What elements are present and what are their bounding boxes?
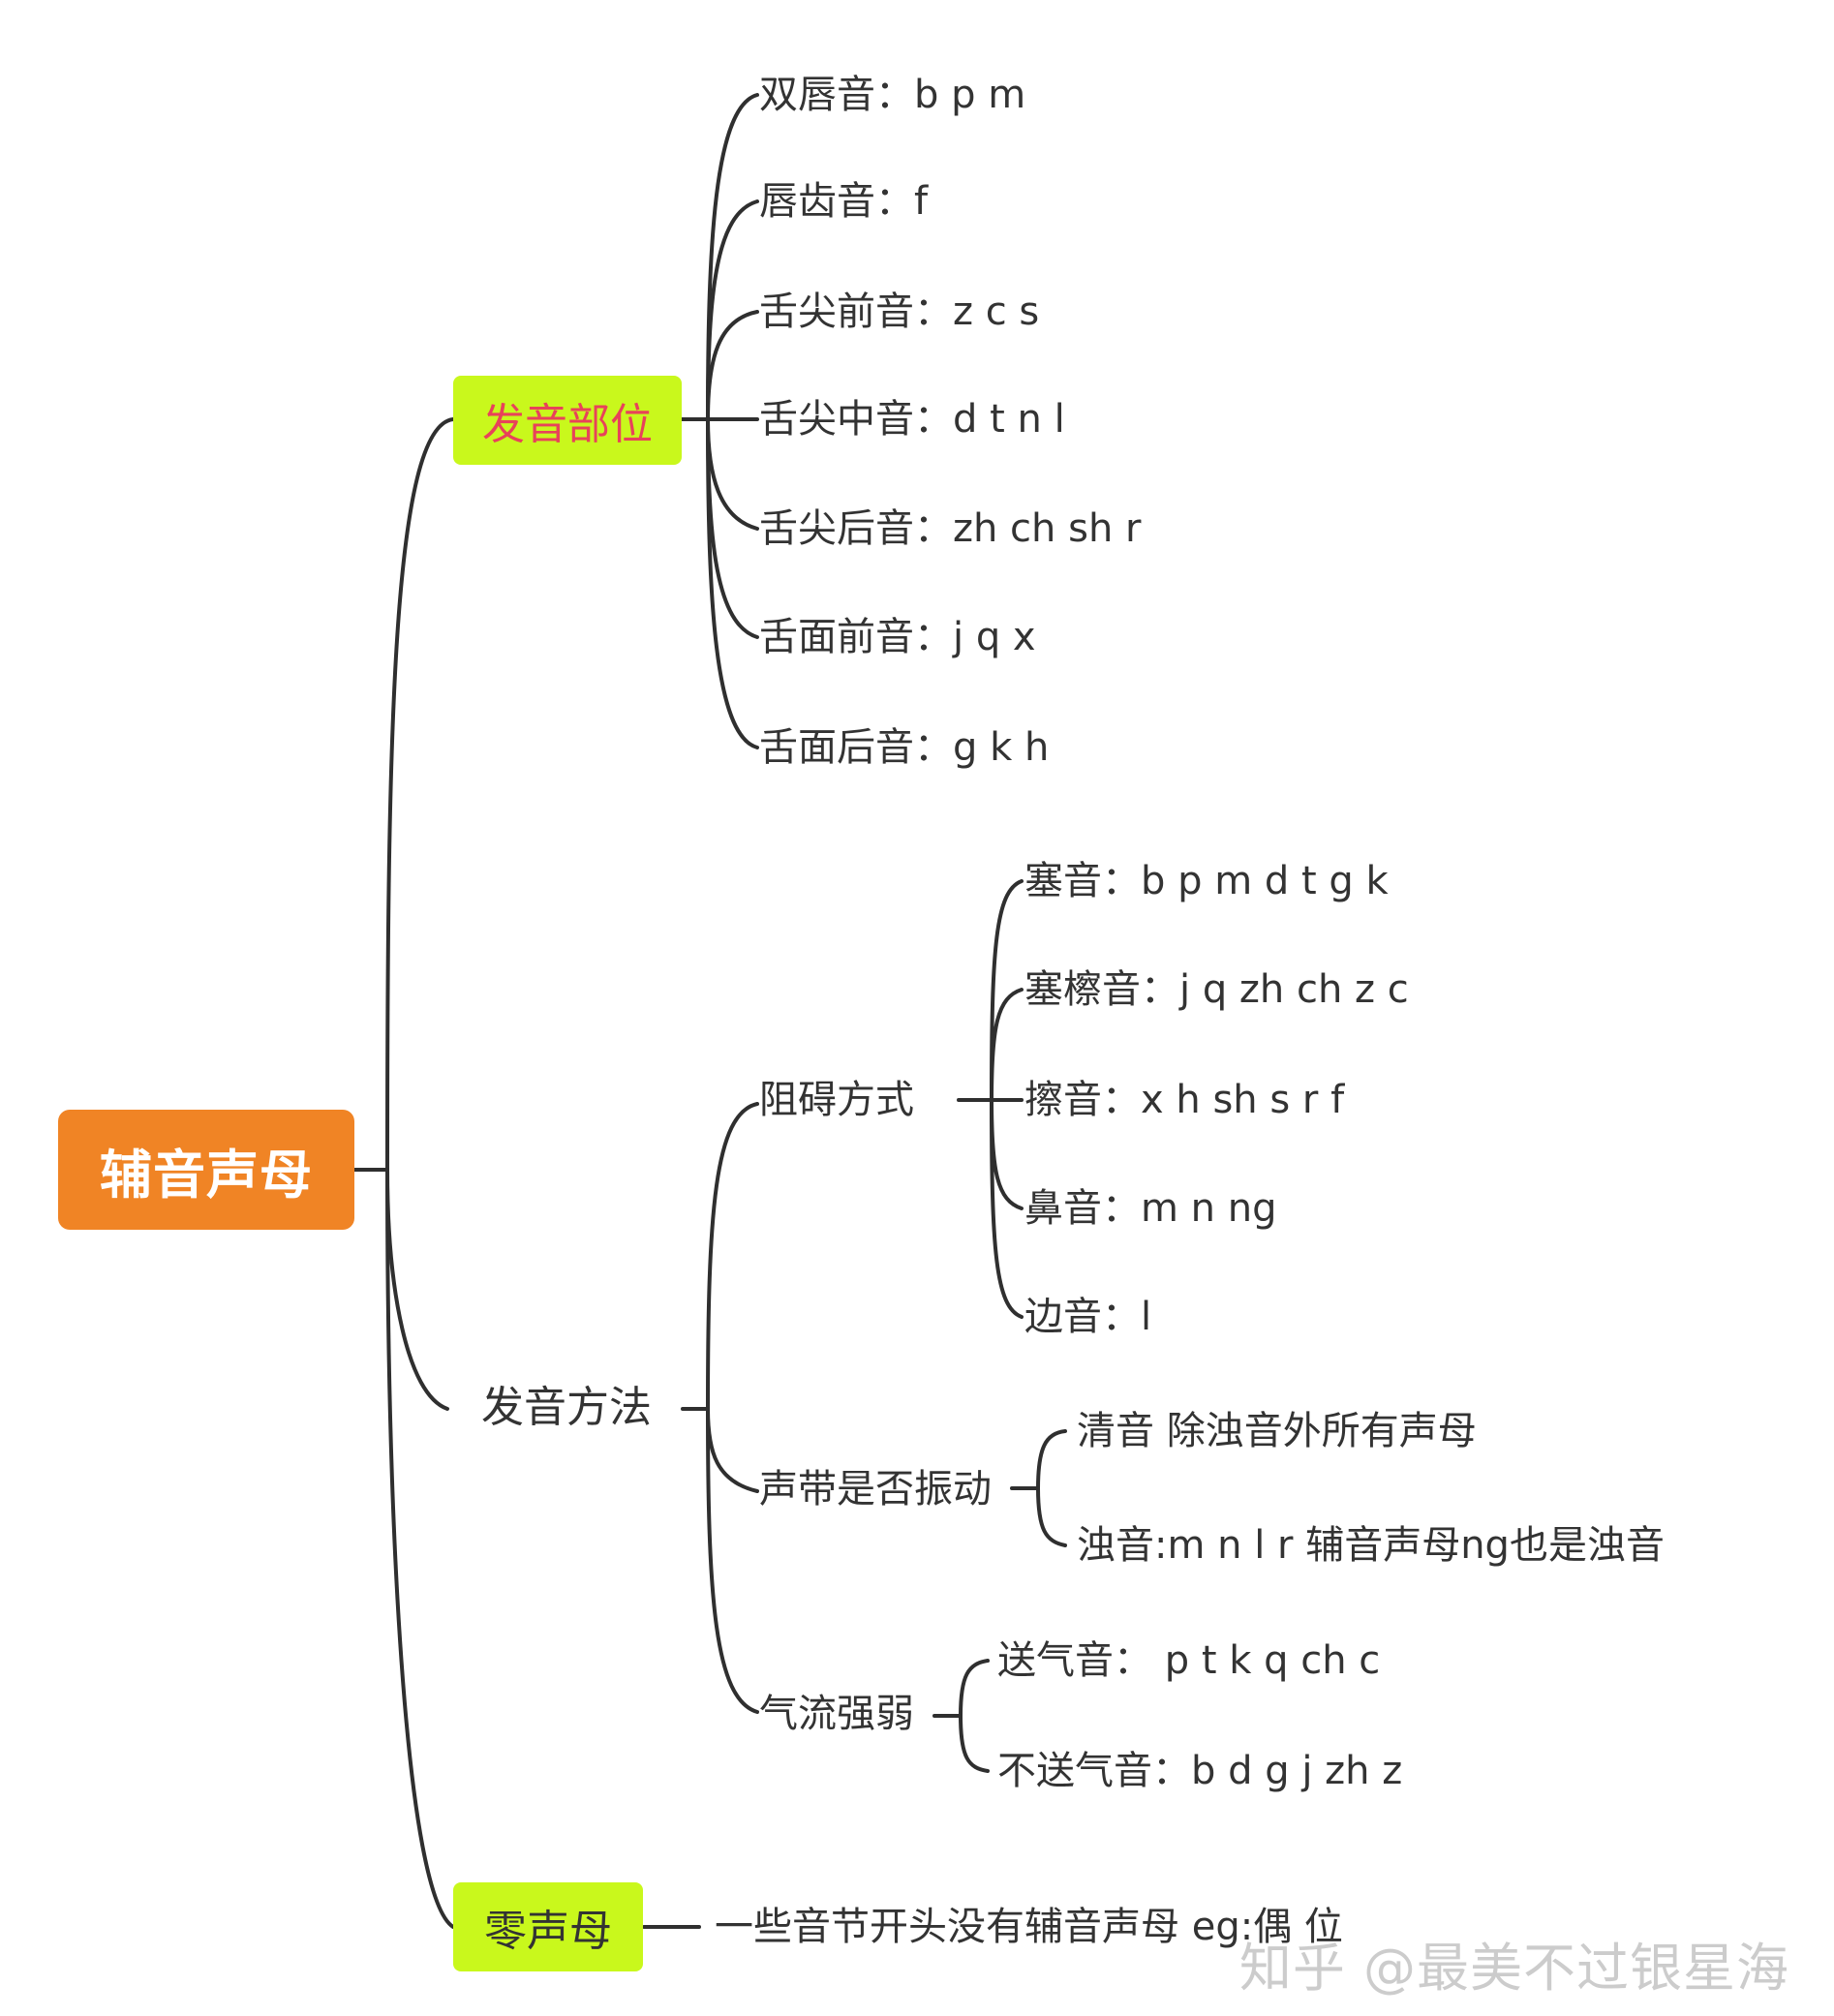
connector-manner-to-obstruction: [706, 1102, 759, 1411]
place-item-3: 舌尖前音：z c s: [759, 290, 1040, 334]
connector-manner-to-airflow: [706, 1407, 759, 1714]
manner-node: 发音方法: [481, 1383, 652, 1432]
place-node: 发音部位: [453, 376, 682, 465]
connector-place-item-2: [706, 199, 759, 421]
airflow-item-2: 不送气音：b d g j zh z: [997, 1749, 1403, 1793]
connector-root-to-manner: [385, 1168, 449, 1411]
zero-label: 零声母: [484, 1907, 612, 1956]
connector-manner-to-vocal: [706, 1407, 759, 1493]
place-item-5: 舌尖后音：zh ch sh r: [759, 506, 1142, 551]
connector-airflow-item-2: [959, 1714, 990, 1773]
connector-root-to-place: [385, 417, 455, 1172]
connector-place-item-3: [706, 310, 759, 421]
watermark: 知乎 @最美不过银星海: [1238, 1938, 1789, 1999]
root-node: 辅音声母: [58, 1110, 354, 1230]
place-item-4: 舌尖中音：d t n l: [759, 397, 1065, 442]
connector-obstruction-item-5: [990, 1098, 1024, 1319]
airflow-node: 气流强弱: [759, 1692, 914, 1736]
obstruction-node: 阻碍方式: [759, 1078, 914, 1122]
obstruction-item-5: 边音：l: [1024, 1295, 1152, 1339]
connector-place-item-1: [706, 93, 759, 421]
obstruction-item-4: 鼻音：m n ng: [1024, 1186, 1277, 1231]
vocal-node: 声带是否振动: [759, 1467, 992, 1512]
connector-obstruction-item-4: [990, 1098, 1024, 1210]
obstruction-item-3: 擦音：x h sh s r f: [1024, 1078, 1345, 1122]
place-item-2: 唇齿音：f: [759, 179, 929, 224]
airflow-item-1: 送气音： p t k q ch c: [997, 1638, 1381, 1683]
place-item-7: 舌面后音：g k h: [759, 725, 1050, 770]
connector-place-item-5: [706, 417, 759, 531]
zero-description: 一些音节开头没有辅音声母 eg:偶 位: [715, 1905, 1343, 1949]
root-label: 辅音声母: [100, 1144, 313, 1206]
vocal-item-2: 浊音:m n l r 辅音声母ng也是浊音: [1077, 1523, 1665, 1568]
place-item-1: 双唇音：b p m: [759, 73, 1026, 117]
obstruction-item-1: 塞音：b p m d t g k: [1024, 859, 1389, 903]
connector-obstruction-item-2: [990, 988, 1024, 1102]
connector-vocal-item-1: [1036, 1429, 1067, 1490]
zero-node: 零声母: [453, 1882, 643, 1971]
vocal-item-1: 清音 除浊音外所有声母: [1077, 1409, 1477, 1453]
obstruction-item-2: 塞檫音：j q zh ch z c: [1024, 967, 1409, 1012]
connector-vocal-item-2: [1036, 1486, 1067, 1547]
connector-place-item-7: [706, 417, 759, 749]
place-label: 发音部位: [482, 400, 653, 449]
connector-airflow-item-1: [959, 1659, 990, 1718]
connector-root-to-zero: [385, 1168, 455, 1929]
place-item-6: 舌面前音：j q x: [759, 615, 1036, 659]
